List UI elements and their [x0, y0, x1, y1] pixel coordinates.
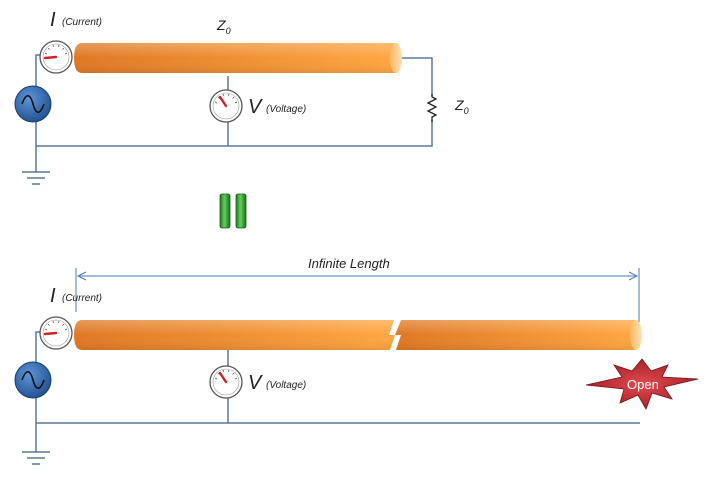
bottom-ground-icon — [22, 451, 50, 465]
bottom-current-label: (Current) — [62, 293, 102, 304]
infinite-length-label: Infinite Length — [308, 256, 390, 271]
bottom-wire-source-to-meter — [35, 331, 40, 366]
top-circuit: I (Current) Z0 V (Voltage) Z0 — [14, 9, 469, 185]
bottom-ac-source-icon — [14, 361, 52, 399]
bottom-current-symbol: I — [50, 285, 56, 307]
open-label: Open — [627, 377, 659, 392]
top-voltage-label: (Voltage) — [266, 104, 306, 115]
top-line-impedance: Z0 — [216, 17, 231, 36]
open-burst-icon — [585, 358, 699, 410]
top-ground-icon — [22, 171, 50, 185]
top-current-symbol: I — [50, 9, 56, 31]
top-voltage-symbol: V — [248, 96, 263, 118]
bottom-voltage-label: (Voltage) — [266, 380, 306, 391]
top-wire-load-loop — [400, 57, 433, 96]
equals-sign-icon — [219, 193, 247, 229]
bottom-transmission-line-cable — [74, 320, 642, 350]
top-ac-source-icon — [14, 85, 52, 123]
top-wire-source-to-meter — [35, 54, 40, 90]
top-ammeter-icon — [39, 40, 73, 74]
infinite-length-dimension — [75, 268, 640, 322]
bottom-ammeter-icon — [39, 316, 73, 350]
bottom-circuit: Infinite Length — [14, 256, 699, 465]
top-load-impedance: Z0 — [454, 97, 469, 116]
top-wire-return — [36, 120, 433, 147]
bottom-voltmeter-icon — [209, 365, 243, 399]
top-current-label: (Current) — [62, 17, 102, 28]
bottom-voltage-symbol: V — [248, 372, 263, 394]
top-voltmeter-icon — [209, 89, 243, 123]
top-transmission-line-cable — [74, 43, 402, 73]
top-resistor-icon — [426, 94, 438, 122]
